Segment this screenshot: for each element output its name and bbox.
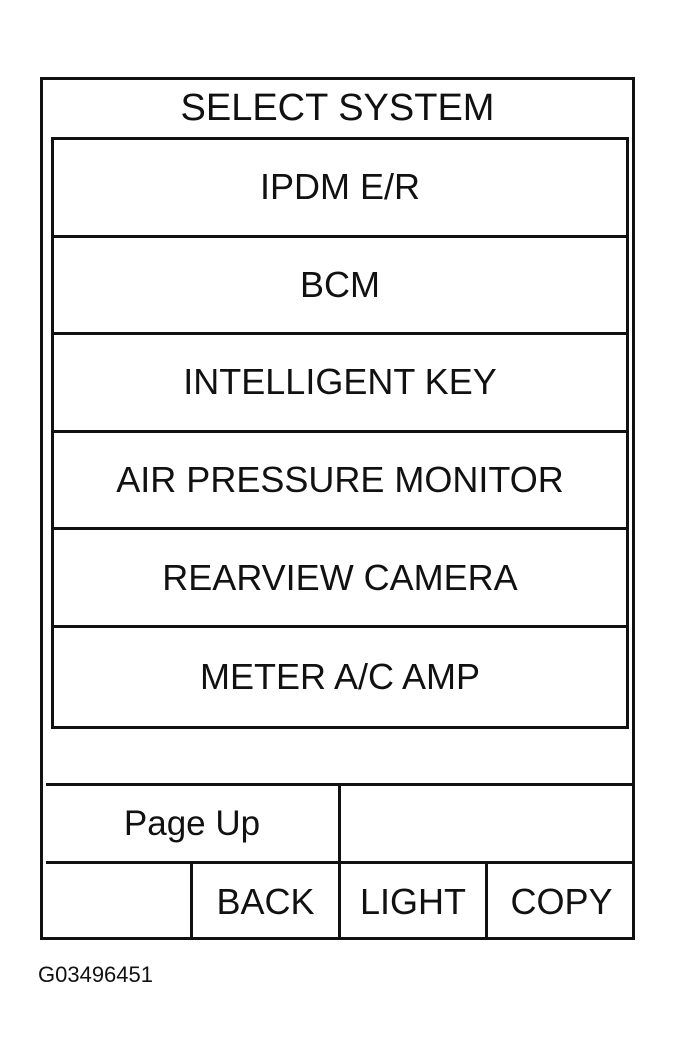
light-button[interactable]: LIGHT [341,864,488,940]
system-item-air-pressure-monitor[interactable]: AIR PRESSURE MONITOR [54,433,626,531]
system-item-bcm[interactable]: BCM [54,238,626,336]
footer-top-row: Page Up [46,786,635,864]
empty-button-slot [46,864,193,940]
empty-button-slot [341,786,635,861]
page-up-button[interactable]: Page Up [46,786,341,861]
system-item-intelligent-key[interactable]: INTELLIGENT KEY [54,335,626,433]
system-item-ipdm-er[interactable]: IPDM E/R [54,140,626,238]
system-item-meter-ac-amp[interactable]: METER A/C AMP [199,655,481,697]
screen-title: SELECT SYSTEM [180,87,495,129]
system-list: IPDM E/R BCM INTELLIGENT KEY AIR PRESSUR… [51,137,629,729]
figure-id: G03496451 [38,962,153,987]
back-button[interactable]: BACK [193,864,341,940]
footer-controls: Page Up BACK LIGHT COPY [46,783,635,940]
select-system-screen: SELECT SYSTEM IPDM E/R BCM INTELLIGENT K… [40,77,635,940]
copy-button[interactable]: COPY [510,881,613,922]
system-item-rearview-camera[interactable]: REARVIEW CAMERA [54,530,626,628]
footer-bottom-row: BACK LIGHT COPY [46,864,635,940]
